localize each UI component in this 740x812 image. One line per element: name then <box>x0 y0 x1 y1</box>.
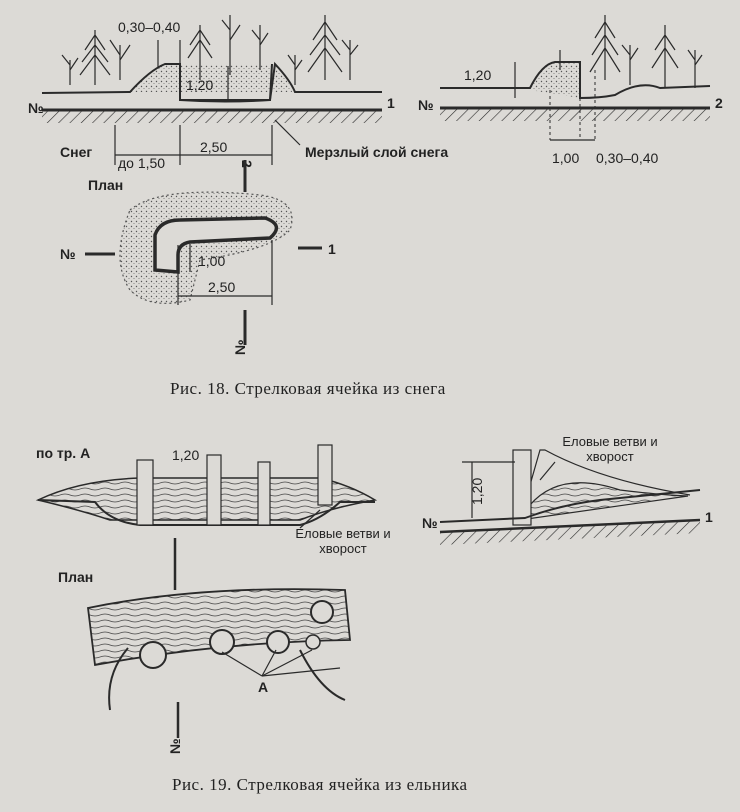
label-snow: Снег <box>60 144 92 160</box>
cell-pit <box>179 63 273 103</box>
ground-surface <box>439 489 701 523</box>
fig18-plan: План № 1 1,00 2,50 № <box>60 160 336 355</box>
trench-edge-left <box>108 647 129 711</box>
leader-line <box>274 119 301 146</box>
fig19-caption: Рис. 19. Стрелковая ячейка из ельника <box>172 775 468 794</box>
branches-mass <box>518 482 689 521</box>
fig18-right-section: 1,20 № 2 1,00 0,30–0,40 <box>418 15 723 166</box>
dim-inner-label: 1,00 <box>198 253 225 269</box>
leader-line <box>539 461 556 481</box>
trench-outline <box>153 216 279 274</box>
section-marker-2: 2 <box>239 160 255 168</box>
dim-bottom-label: 2,50 <box>208 279 235 295</box>
label-frozen: Мерзлый слой снега <box>305 144 448 160</box>
trench-edge-right <box>299 649 346 701</box>
snow-mound <box>130 64 292 92</box>
section-marker-right: 1 <box>705 509 713 525</box>
branch-lines <box>519 449 691 521</box>
plan-title: План <box>88 177 123 193</box>
tree-stump-icon <box>139 600 334 669</box>
leader-line <box>221 651 263 677</box>
section-marker-bottom: № <box>167 738 183 754</box>
dim-height-label: 1,20 <box>469 478 485 505</box>
tree-icon <box>559 15 703 88</box>
fig18-caption: Рис. 18. Стрелковая ячейка из снега <box>170 379 446 398</box>
fig19-left-section: по тр. А 1,20 Еловые ветви и хворост <box>35 444 391 556</box>
label-branches: Еловые ветви и хворост <box>295 526 391 556</box>
label-branches-box: Еловые ветви и хворост <box>562 434 658 464</box>
leader-line <box>261 667 341 677</box>
tree-icon <box>61 15 359 85</box>
fig18-left-section: 1,20 0,30–0,40 № 1 Снег до 1,50 2,50 2 М… <box>28 15 448 171</box>
label-a: А <box>258 679 268 695</box>
ground-hatch <box>440 521 700 545</box>
dim-bottom-left-label: 1,00 <box>552 150 579 166</box>
label-branches-box: Еловые ветви и хворост <box>295 526 391 556</box>
leader-line <box>261 649 277 677</box>
ground-hatch <box>42 111 382 123</box>
section-marker-left: № <box>60 246 76 262</box>
dim-height-label: 1,20 <box>186 77 213 93</box>
section-marker-left: № <box>418 97 434 113</box>
leader-line <box>261 649 313 677</box>
label-branches: Еловые ветви и хворост <box>562 434 658 464</box>
fig19-plan: План А № <box>58 538 351 754</box>
fig19-right-section: 1,20 № 1 Еловые ветви и хворост <box>422 434 713 545</box>
section-marker-right: 1 <box>328 241 336 257</box>
dim-bottom-mid-label: 2,50 <box>200 139 227 155</box>
tree-trunk-icon <box>512 449 532 526</box>
dim-height-label: 1,20 <box>464 67 491 83</box>
snow-mound <box>530 62 580 98</box>
section-marker-left: № <box>422 515 438 531</box>
section-marker-right: 1 <box>387 95 395 111</box>
ground-line <box>439 518 701 534</box>
dim-bottom-right-label: 0,30–0,40 <box>596 150 658 166</box>
section-marker-right: 2 <box>715 95 723 111</box>
snow-surface <box>440 61 711 100</box>
dim-height-label: 1,20 <box>172 447 199 463</box>
dim-top-label: 0,30–0,40 <box>118 19 180 35</box>
tree-trunk-icon <box>136 444 333 526</box>
plan-title: План <box>58 569 93 585</box>
leader-line <box>299 509 321 529</box>
label-section: по тр. А <box>36 445 90 461</box>
snow-parapet <box>119 191 293 304</box>
section-marker-left: № <box>28 100 44 116</box>
section-marker-bottom: № <box>232 339 248 355</box>
ground-hatch <box>440 109 710 121</box>
dim-bottom-left-label: до 1,50 <box>118 155 165 171</box>
